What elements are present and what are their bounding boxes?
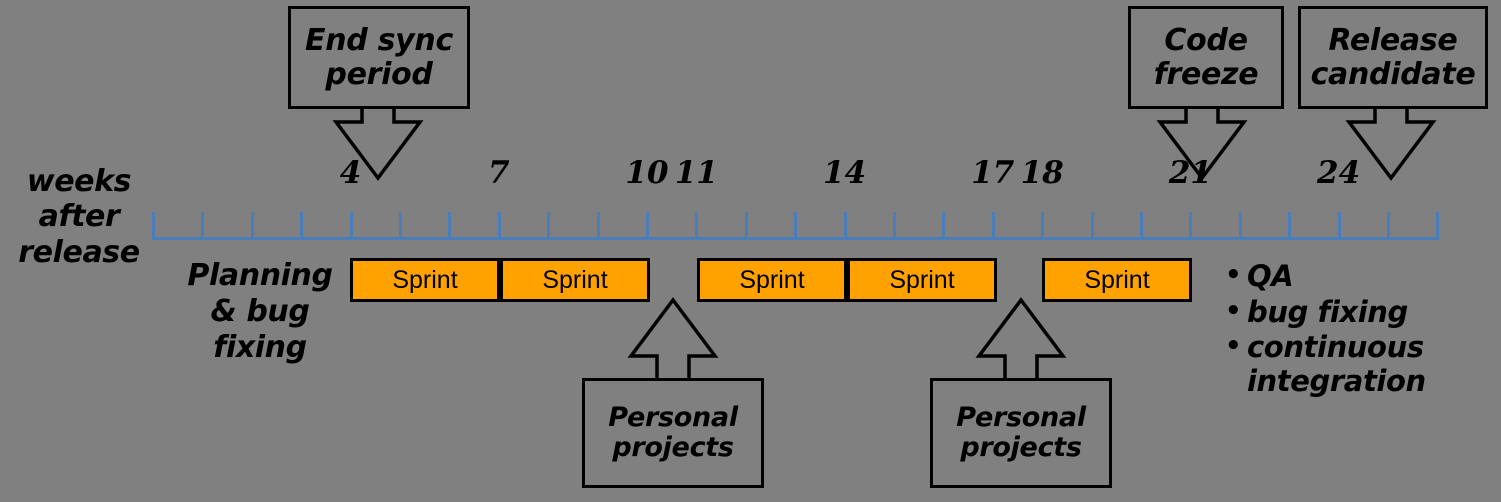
axis-tick [349,212,353,240]
axis-tick [646,212,649,240]
axis-tick [497,212,501,240]
axis-tick [1387,212,1390,240]
sprint-label: Sprint [889,265,955,294]
sprint-box-3[interactable]: Sprint [697,258,847,302]
axis-tick [250,212,254,240]
notebox-label-personal-projects-1: Personal projects [608,401,738,463]
bullet-dot-icon: • [1225,331,1242,362]
axis-tick [843,212,847,240]
arrow-up-icon-personal-projects-1 [627,297,719,378]
bullet-text: QA [1247,259,1294,293]
axis-tick [893,212,896,240]
axis-tick [448,212,452,240]
axis-tick [1238,212,1242,240]
week-label-24: 24 [1317,155,1361,191]
callout-release-candidate[interactable]: Release candidate [1298,6,1488,109]
week-label-10: 10 [625,155,669,191]
week-label-4: 4 [339,155,362,191]
phase-label-planning: Planning & bug fixing [187,258,333,365]
arrow-down-icon-end-sync-period [332,109,424,181]
bullet-dot-icon: • [1225,260,1242,290]
sprint-label: Sprint [739,265,805,294]
sprint-box-5[interactable]: Sprint [1042,258,1192,302]
activity-bullet-list: •QA•bug fixing•continuous integration [1225,259,1426,401]
notebox-personal-projects-1[interactable]: Personal projects [582,378,764,488]
axis-tick [201,212,205,240]
sprint-box-1[interactable]: Sprint [350,258,500,302]
callout-label-release-candidate: Release candidate [1310,22,1476,92]
sprint-box-4[interactable]: Sprint [847,258,997,302]
bullet-item: •bug fixing [1225,294,1426,330]
axis-tick [1140,212,1143,240]
arrow-down-icon-code-freeze [1156,109,1248,181]
callout-label-code-freeze: Code freeze [1153,22,1259,92]
callout-code-freeze[interactable]: Code freeze [1128,6,1284,109]
week-label-17: 17 [971,155,1015,191]
week-label-18: 18 [1020,155,1064,191]
bullet-dot-icon: • [1225,295,1242,326]
axis-tick [1189,212,1193,240]
axis-tick [547,212,551,240]
arrow-down-icon-release-candidate [1345,109,1437,181]
sprint-label: Sprint [392,265,458,294]
axis-tick [1337,212,1341,240]
bullet-item: •continuous integration [1225,330,1426,398]
bullet-text: continuous integration [1247,330,1426,398]
week-label-7: 7 [488,155,510,191]
axis-tick [942,212,946,240]
axis-tick [695,212,699,240]
arrow-up-icon-personal-projects-2 [975,297,1067,378]
axis-caption: weeks after release [18,164,140,270]
sprint-label: Sprint [542,265,608,294]
axis-tick [152,212,155,240]
axis-tick [596,212,600,240]
axis-tick [991,212,995,240]
axis-tick [399,212,402,240]
axis-tick [1090,212,1094,240]
axis-tick [1041,212,1045,240]
week-label-11: 11 [674,155,718,191]
axis-tick [1436,212,1440,240]
axis-tick [1288,212,1292,240]
axis-tick [744,212,748,240]
sprint-label: Sprint [1084,265,1150,294]
axis-tick [300,212,304,240]
bullet-item: •QA [1225,259,1426,294]
week-label-14: 14 [823,155,867,191]
notebox-personal-projects-2[interactable]: Personal projects [930,378,1112,488]
callout-end-sync-period[interactable]: End sync period [288,6,470,109]
sprint-box-2[interactable]: Sprint [500,258,650,302]
axis-tick [794,212,798,240]
callout-label-end-sync-period: End sync period [305,22,453,92]
notebox-label-personal-projects-2: Personal projects [956,401,1086,463]
bullet-text: bug fixing [1247,294,1408,329]
